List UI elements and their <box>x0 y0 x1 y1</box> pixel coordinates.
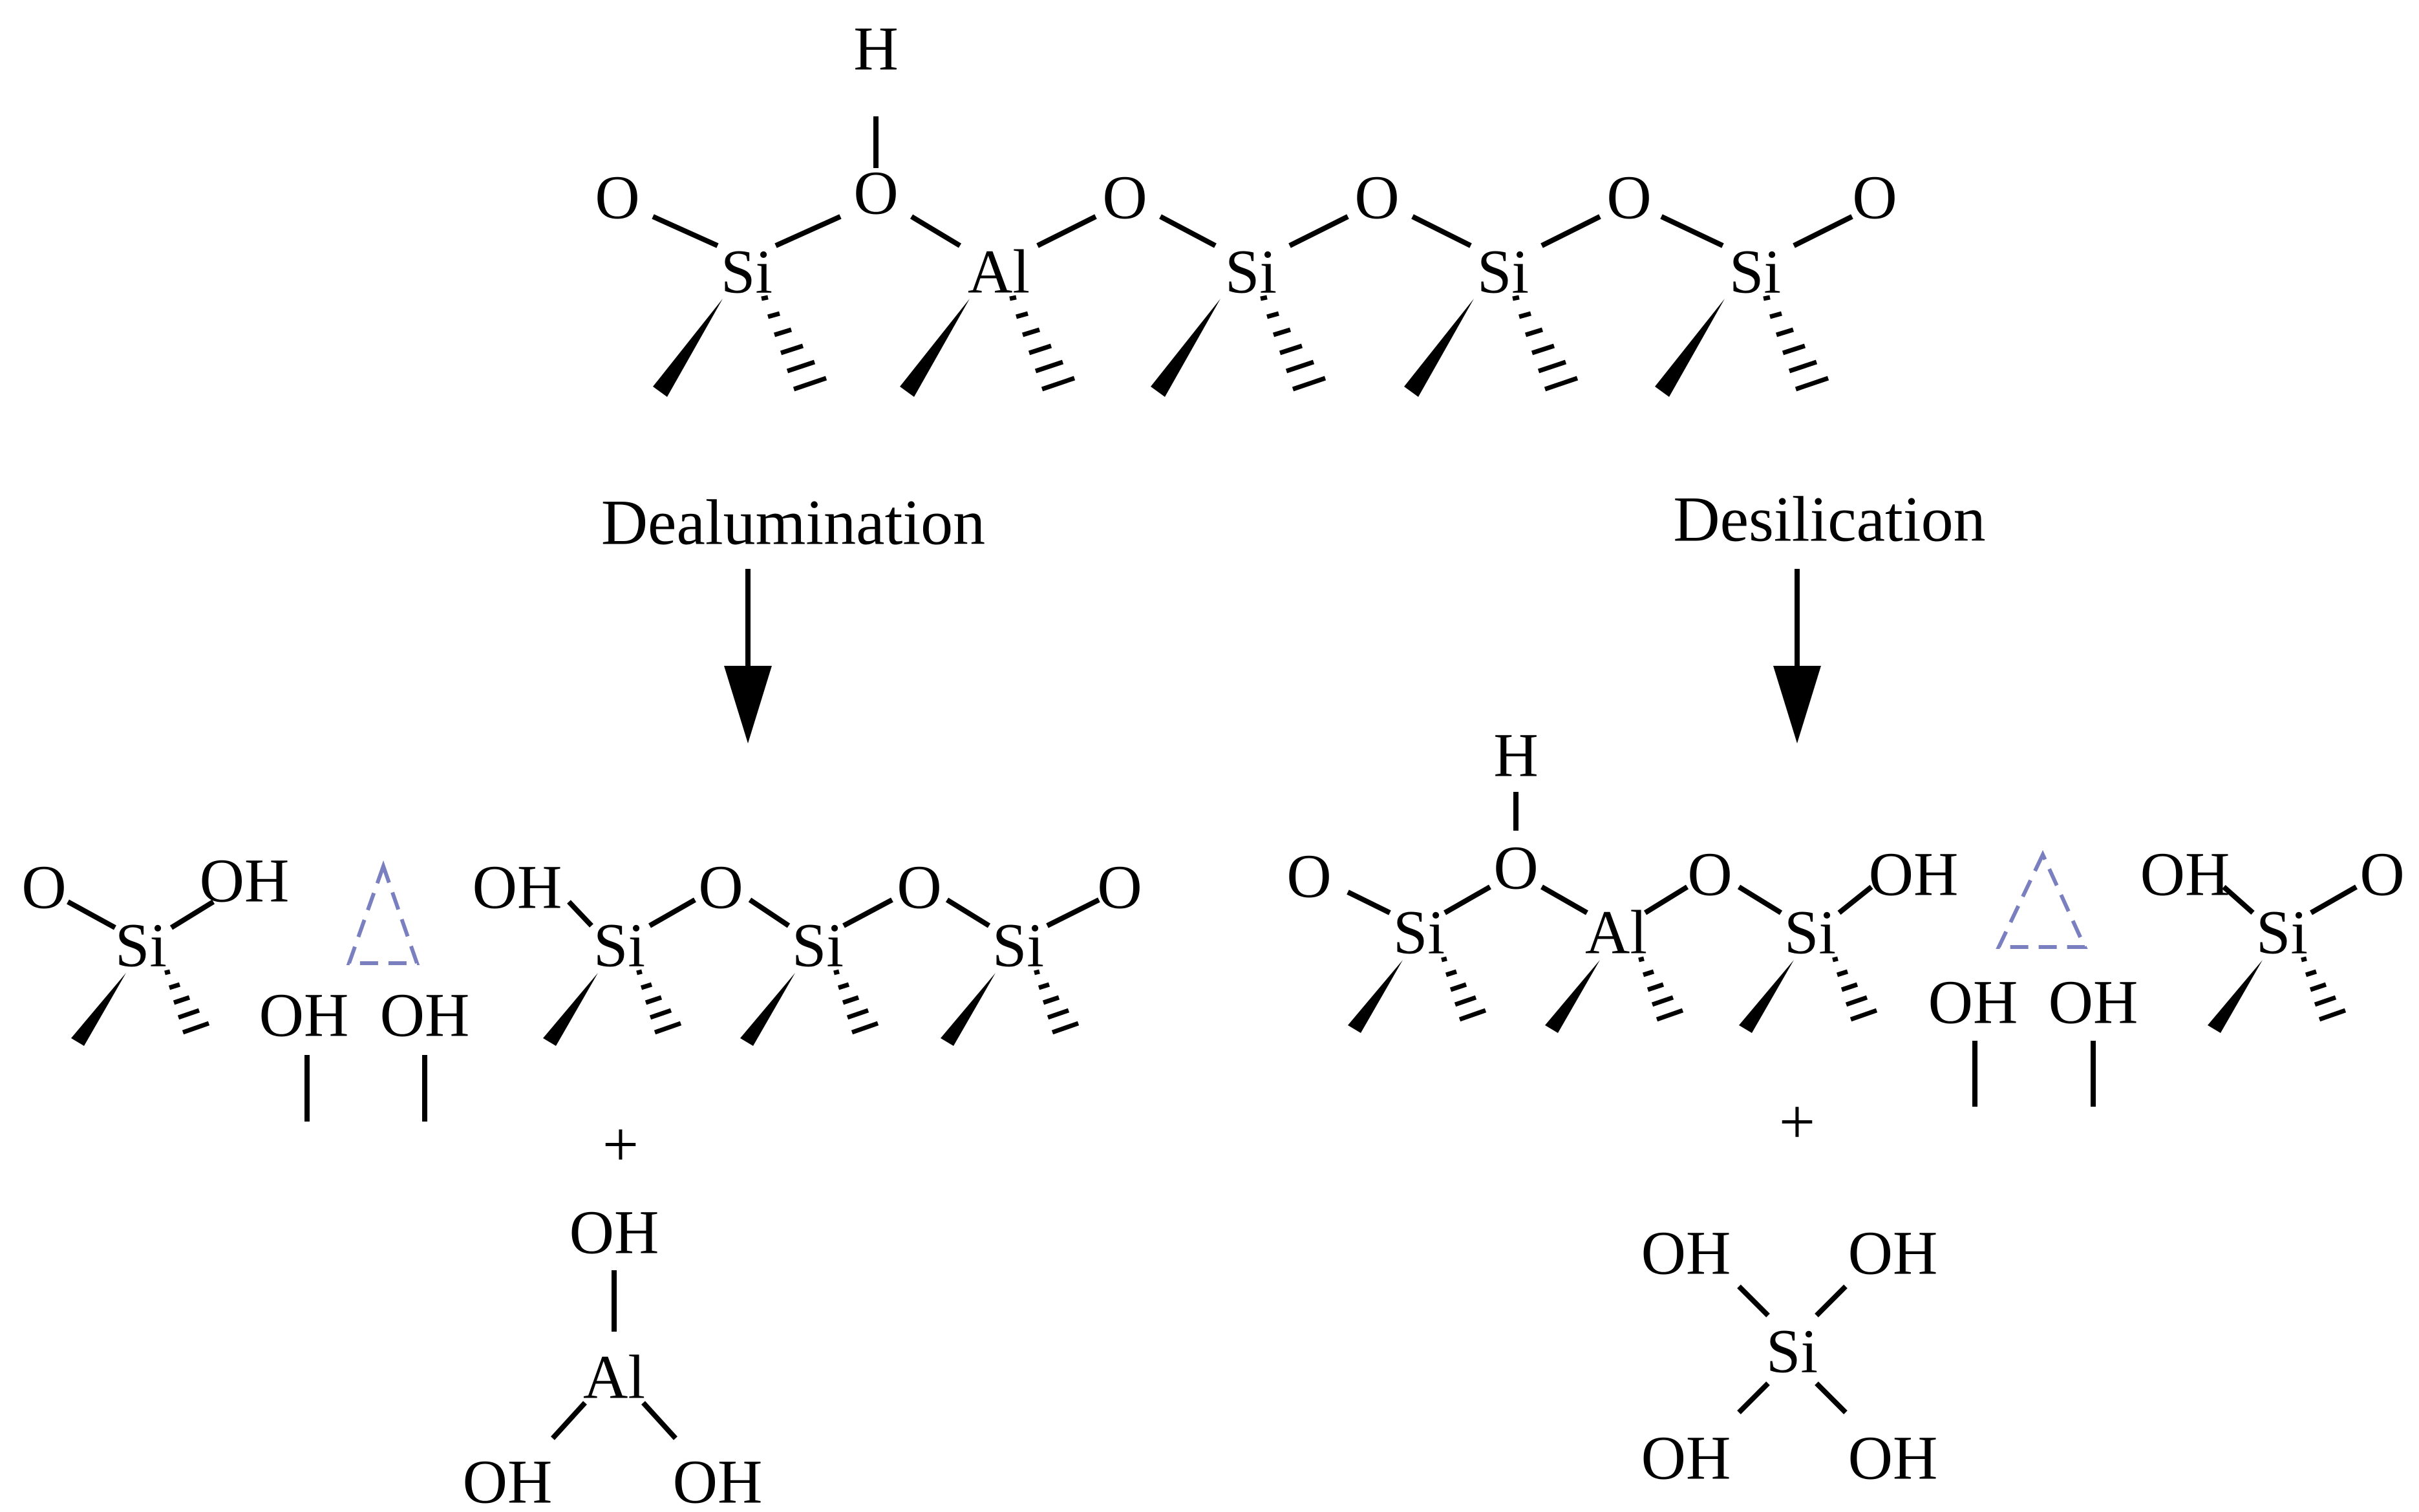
atom-oh: OH <box>1869 840 1959 909</box>
silicic-acid: OH OH Si OH OH <box>1641 1219 1938 1493</box>
atom-o: O <box>1102 163 1147 232</box>
atom-al: Al <box>968 237 1030 306</box>
atom-oh: OH <box>259 981 349 1050</box>
atom-oh: OH <box>1848 1423 1938 1493</box>
atom-si: Si <box>1225 237 1277 306</box>
atom-oh: OH <box>570 1198 659 1267</box>
desilicated-framework: H O O O Si Al Si OH OH OH OH Si O <box>1286 721 2405 1107</box>
atom-oh: OH <box>473 853 562 922</box>
atom-si: Si <box>1766 1317 1818 1386</box>
atom-oh: OH <box>200 846 290 915</box>
dealumination-step: Dealumination <box>601 487 985 743</box>
atom-si: Si <box>593 911 645 980</box>
atom-si: Si <box>992 911 1044 980</box>
atom-si: Si <box>1729 237 1781 306</box>
atom-oh: OH <box>2049 968 2138 1037</box>
atom-oh: OH <box>463 1447 553 1512</box>
atom-o: O <box>1852 163 1897 232</box>
atom-al: Al <box>583 1343 645 1412</box>
plus-sign: + <box>1779 1086 1815 1158</box>
atom-al: Al <box>1585 898 1647 967</box>
atom-oh: OH <box>1641 1423 1731 1493</box>
atom-si: Si <box>115 911 167 980</box>
atom-h: H <box>853 14 898 83</box>
dealuminated-framework: O Si OH OH OH OH Si O Si O Si O <box>21 846 1142 1122</box>
atom-o: O <box>1606 163 1651 232</box>
atom-o: O <box>21 853 66 922</box>
desilication-step: Desilication <box>1673 484 1986 743</box>
atom-si: Si <box>1784 898 1836 967</box>
atom-o: O <box>2360 840 2404 909</box>
atom-oh: OH <box>1641 1219 1731 1288</box>
atom-o: O <box>1354 163 1399 232</box>
reaction-arrowhead <box>1773 666 1821 743</box>
atom-h: H <box>1493 721 1538 790</box>
atom-si: Si <box>1393 898 1445 967</box>
reaction-arrowhead <box>724 666 772 743</box>
atom-oh: OH <box>1928 968 2018 1037</box>
atom-si: Si <box>1477 237 1529 306</box>
atom-o: O <box>853 158 898 228</box>
atom-o: O <box>1097 853 1142 922</box>
aluminum-hydroxide: OH Al OH OH <box>463 1198 763 1512</box>
atom-si: Si <box>2256 898 2308 967</box>
atom-o: O <box>897 853 941 922</box>
atom-o: O <box>595 163 639 232</box>
step-label-dealumination: Dealumination <box>601 487 985 559</box>
atom-oh: OH <box>380 981 470 1050</box>
atom-o: O <box>1687 840 1732 909</box>
atom-oh: OH <box>673 1447 763 1512</box>
vacancy-triangle <box>346 860 420 965</box>
parent-framework: H O O O O O O Si Al Si Si Si <box>595 14 1897 397</box>
atom-o: O <box>698 853 743 922</box>
plus-sign: + <box>602 1109 639 1180</box>
atom-si: Si <box>792 911 844 980</box>
atom-o: O <box>1493 833 1538 902</box>
atom-oh: OH <box>2140 840 2230 909</box>
atom-si: Si <box>721 237 773 306</box>
vacancy-triangle <box>1996 849 2088 949</box>
atom-o: O <box>1286 842 1331 911</box>
step-label-desilication: Desilication <box>1673 484 1985 555</box>
atom-oh: OH <box>1848 1219 1938 1288</box>
